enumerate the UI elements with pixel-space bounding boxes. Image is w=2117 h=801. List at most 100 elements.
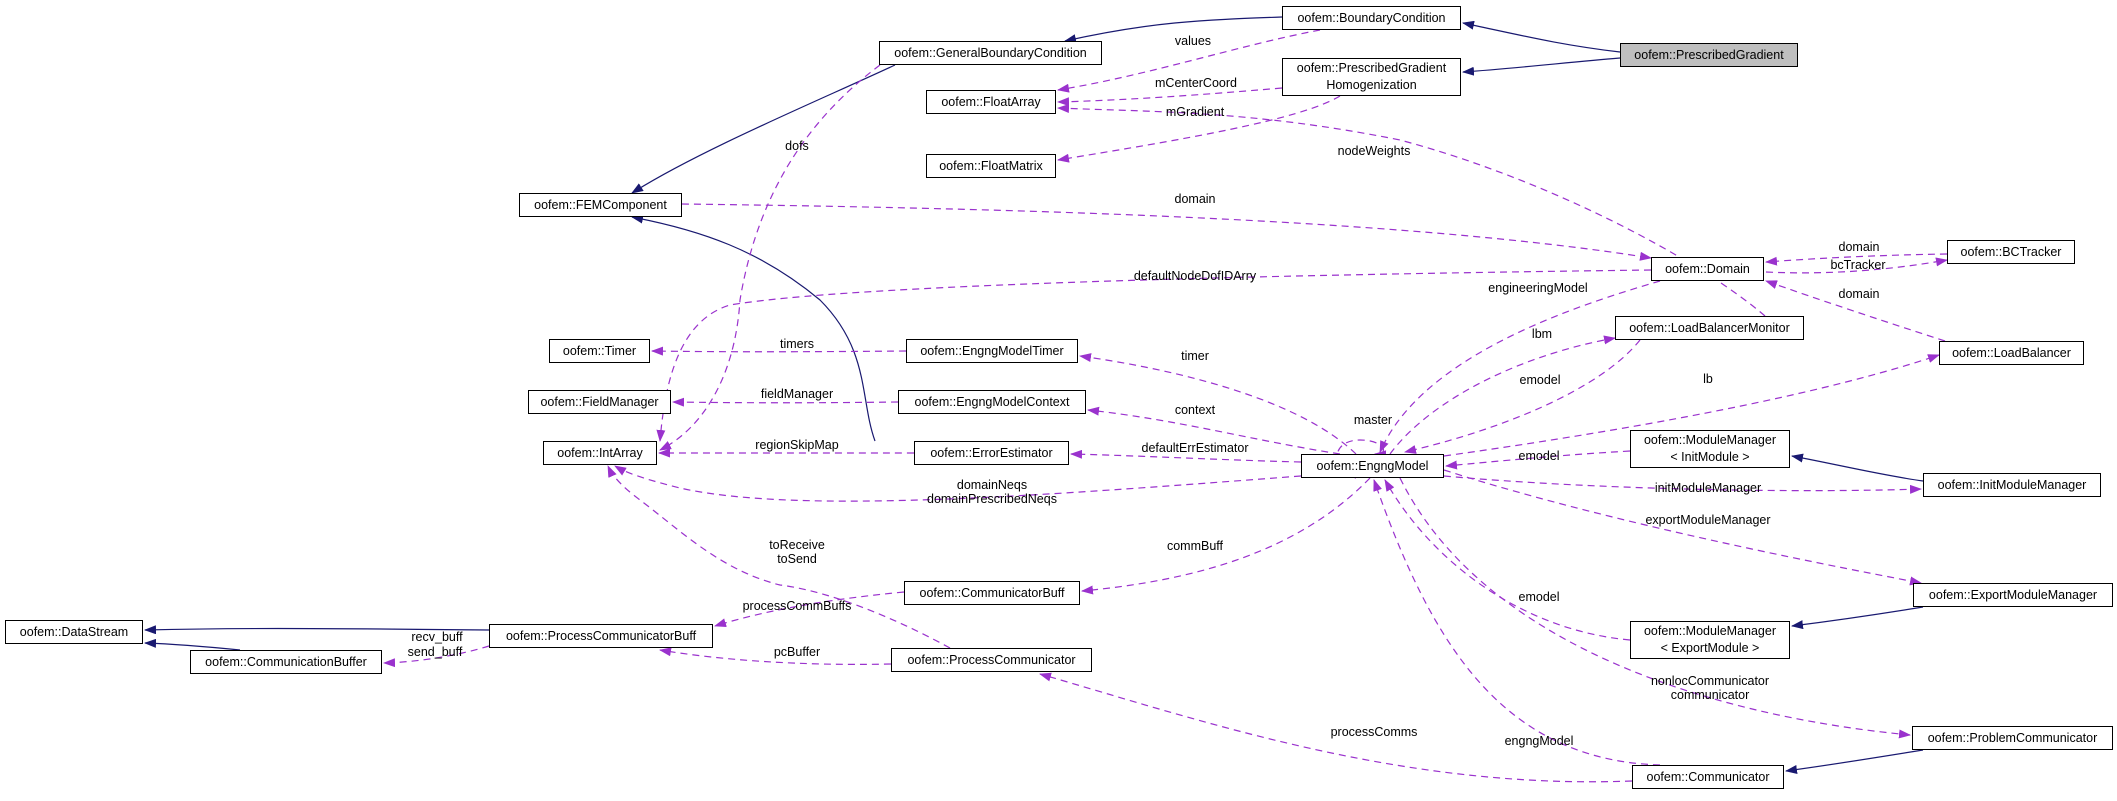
node-bc-tracker[interactable]: oofem::BCTracker — [1947, 240, 2075, 264]
label-dofs: dofs — [785, 139, 809, 153]
node-export-module-manager[interactable]: oofem::ExportModuleManager — [1913, 583, 2113, 607]
node-init-module-manager[interactable]: oofem::InitModuleManager — [1923, 473, 2101, 497]
label-values: values — [1175, 34, 1211, 48]
label-process-comms: processComms — [1331, 725, 1418, 739]
label-emodel-export: emodel — [1519, 590, 1560, 604]
edge-mcentercoord — [1057, 87, 1283, 107]
node-fem-component[interactable]: oofem::FEMComponent — [519, 193, 682, 217]
label-process-comm-buffs: processCommBuffs — [743, 599, 852, 613]
label-emodel-init: emodel — [1519, 449, 1560, 463]
edge-engng-model-comm — [1373, 479, 1661, 766]
edge-bctracker — [1765, 257, 1948, 274]
edge-recv-send-buff — [383, 645, 490, 668]
label-mcentercoord: mCenterCoord — [1155, 76, 1237, 90]
edge-process-comms — [1039, 672, 1633, 783]
node-load-balancer-monitor[interactable]: oofem::LoadBalancerMonitor — [1615, 316, 1804, 340]
node-module-manager-export[interactable]: oofem::ModuleManager < ExportModule > — [1630, 621, 1790, 659]
label-to-receive: toReceive — [769, 538, 825, 552]
label-domain-fem: domain — [1175, 192, 1216, 206]
edge-data-stream-pcb — [144, 625, 490, 635]
label-nodeweights: nodeWeights — [1338, 144, 1411, 158]
node-process-communicator-buff[interactable]: oofem::ProcessCommunicatorBuff — [489, 624, 713, 648]
node-communication-buffer[interactable]: oofem::CommunicationBuffer — [190, 650, 382, 674]
label-default-err-estimator: defaultErrEstimator — [1142, 441, 1249, 455]
node-engng-model-context[interactable]: oofem::EngngModelContext — [898, 390, 1086, 414]
label-nonloc-communicator: nonlocCommunicator — [1651, 674, 1769, 688]
edge-fieldmanager — [672, 397, 899, 407]
node-module-manager-init[interactable]: oofem::ModuleManager < InitModule > — [1630, 430, 1790, 468]
edge-dofs — [659, 64, 881, 451]
node-prescribed-gradient[interactable]: oofem::PrescribedGradient — [1620, 43, 1798, 67]
edge-emodel-lbm — [1404, 339, 1641, 454]
node-engng-model[interactable]: oofem::EngngModel — [1301, 454, 1444, 478]
label-mgradient: mGradient — [1166, 105, 1225, 119]
node-float-array[interactable]: oofem::FloatArray — [926, 90, 1056, 114]
edge-lbm — [1389, 335, 1616, 455]
label-export-module-manager: exportModuleManager — [1645, 513, 1770, 527]
node-error-estimator[interactable]: oofem::ErrorEstimator — [914, 441, 1069, 465]
node-field-manager[interactable]: oofem::FieldManager — [528, 390, 671, 414]
node-domain[interactable]: oofem::Domain — [1651, 257, 1764, 281]
edge-timer — [1079, 353, 1357, 455]
edge-pc-buffer — [659, 647, 892, 665]
label-fieldmanager: fieldManager — [761, 387, 833, 401]
edge-fem-inherits-gbc — [631, 64, 896, 194]
label-domain-neqs: domainNeqs — [957, 478, 1027, 492]
edge-domain-bct — [1765, 253, 1948, 266]
node-process-communicator[interactable]: oofem::ProcessCommunicator — [891, 648, 1092, 672]
edge-commbuff — [1081, 477, 1371, 595]
edge-default-node-dof — [656, 269, 1652, 442]
edge-domain-fem — [681, 203, 1652, 261]
edge-mm-export-inherits — [1791, 606, 1924, 630]
label-timer: timer — [1181, 349, 1209, 363]
label-init-module-manager: initModuleManager — [1655, 481, 1761, 495]
node-communicator[interactable]: oofem::Communicator — [1632, 765, 1784, 789]
label-commbuff: commBuff — [1167, 539, 1224, 553]
label-master: master — [1354, 413, 1392, 427]
edge-fem-inherits-error-estimator — [631, 214, 876, 442]
edge-pg-inherits-bc — [1462, 20, 1621, 53]
label-lbm: lbm — [1532, 327, 1552, 341]
label-send-buff: send_buff — [408, 645, 463, 659]
label-lb: lb — [1703, 372, 1713, 386]
edge-bc-inherits-gbc — [1064, 16, 1283, 43]
label-emodel-lbm: emodel — [1520, 373, 1561, 387]
label-domain-bct: domain — [1839, 240, 1880, 254]
label-default-node-dof: defaultNodeDofIDArry — [1134, 269, 1257, 283]
label-recv-buff: recv_buff — [411, 630, 463, 644]
label-communicator: communicator — [1671, 688, 1750, 702]
label-domain-lb: domain — [1839, 287, 1880, 301]
node-timer[interactable]: oofem::Timer — [549, 339, 650, 363]
label-bctracker: bcTracker — [1830, 258, 1885, 272]
edge-mm-init-inherits — [1791, 453, 1924, 482]
edge-export-module-manager — [1443, 469, 1922, 586]
node-int-array[interactable]: oofem::IntArray — [543, 441, 657, 465]
edge-mgradient — [1057, 95, 1341, 163]
edge-nonloc-communicator — [1399, 477, 1911, 739]
node-engng-model-timer[interactable]: oofem::EngngModelTimer — [906, 339, 1078, 363]
edge-data-stream-cb — [144, 638, 241, 651]
label-engng-model: engngModel — [1505, 734, 1574, 748]
edge-domain-lb — [1765, 280, 1946, 342]
edge-communicator-problem — [1785, 749, 1924, 774]
edge-engineering-model — [1379, 280, 1661, 453]
node-load-balancer[interactable]: oofem::LoadBalancer — [1939, 341, 2084, 365]
node-float-matrix[interactable]: oofem::FloatMatrix — [926, 154, 1056, 178]
edge-process-comm-buffs — [714, 591, 905, 628]
label-to-send: toSend — [777, 552, 817, 566]
node-data-stream[interactable]: oofem::DataStream — [5, 620, 143, 644]
edge-timers — [651, 346, 907, 356]
node-problem-communicator[interactable]: oofem::ProblemCommunicator — [1912, 726, 2113, 750]
edge-lb — [1443, 354, 1940, 457]
node-boundary-condition[interactable]: oofem::BoundaryCondition — [1282, 6, 1461, 30]
node-communicator-buff[interactable]: oofem::CommunicatorBuff — [904, 581, 1080, 605]
label-region-skip-map: regionSkipMap — [755, 438, 838, 452]
node-prescribed-gradient-homogenization[interactable]: oofem::PrescribedGradient Homogenization — [1282, 58, 1461, 96]
node-general-boundary-condition[interactable]: oofem::GeneralBoundaryCondition — [879, 41, 1102, 65]
label-engineering-model: engineeringModel — [1488, 281, 1587, 295]
edge-emodel-export — [1384, 479, 1631, 641]
edge-nodeweights — [1057, 103, 1766, 317]
edge-domain-neqs — [614, 465, 1302, 502]
